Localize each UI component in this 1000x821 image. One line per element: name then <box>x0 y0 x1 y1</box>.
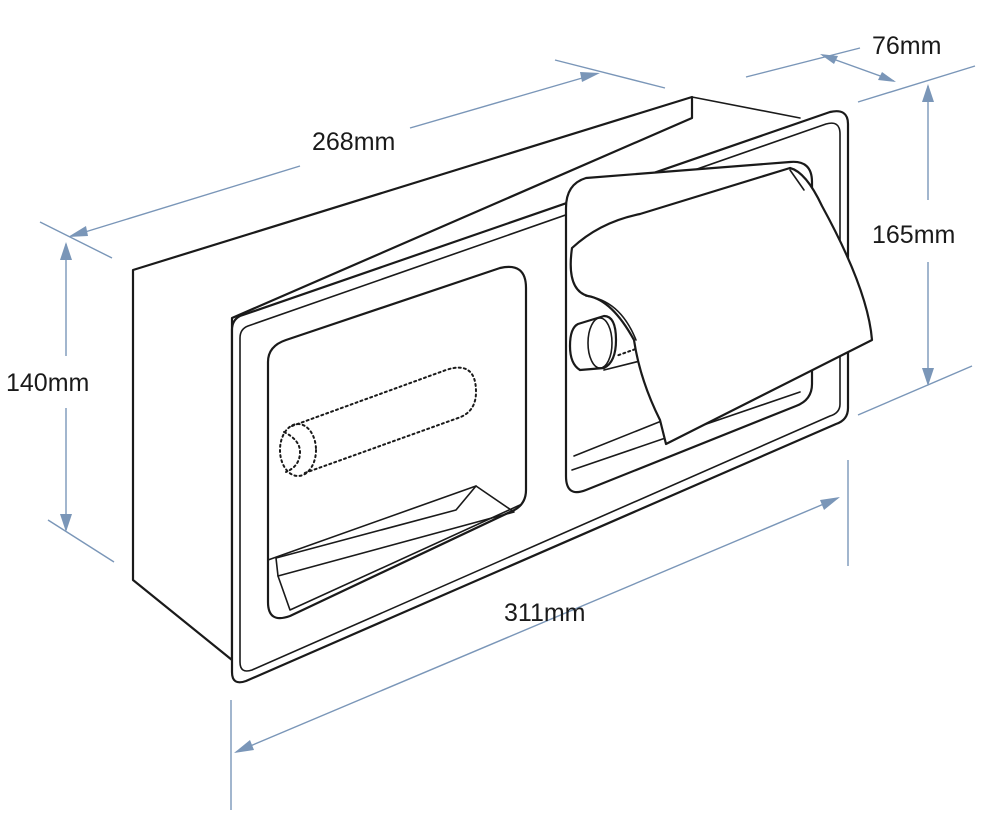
arrow-268-left <box>68 226 88 237</box>
dimension-labels: 268mm 76mm 165mm 140mm 311mm <box>6 32 955 627</box>
ext-268-left <box>39 221 113 259</box>
dim-311-line <box>235 497 839 753</box>
ext-76-left <box>745 47 861 78</box>
ext-165-bottom <box>857 365 973 416</box>
ext-268-right <box>554 59 666 89</box>
label-268mm: 268mm <box>312 128 395 156</box>
left-compartment-shelf <box>267 485 477 561</box>
right-compartment-lip <box>573 419 665 457</box>
right-cover-hinge <box>789 169 805 191</box>
arrow-311-right <box>820 497 840 510</box>
label-311mm: 311mm <box>504 599 586 627</box>
arrow-268-right <box>580 72 600 82</box>
left-spindle-dotted <box>283 431 302 473</box>
right-spindle <box>568 314 618 372</box>
dim-268-line-b <box>409 73 597 129</box>
arrow-165-top <box>922 84 934 102</box>
dimension-lines <box>39 47 976 810</box>
ext-140-bottom <box>47 519 115 563</box>
dispenser-drawing <box>131 95 874 684</box>
ext-76-right <box>857 65 976 103</box>
right-spindle-end <box>587 317 613 369</box>
left-roll-dotted <box>291 366 478 475</box>
left-compartment-lip <box>275 485 515 577</box>
label-76mm: 76mm <box>872 32 941 60</box>
arrow-165-bottom <box>922 368 934 386</box>
housing-side-edge <box>691 96 801 119</box>
label-140mm: 140mm <box>6 369 89 397</box>
left-roll-end-dotted <box>279 423 317 477</box>
arrow-76-right <box>878 72 896 82</box>
arrow-140-bottom <box>60 514 72 532</box>
left-compartment-lip-edge <box>277 504 521 611</box>
left-compartment <box>266 265 528 620</box>
dim-268-line-a <box>71 165 301 237</box>
arrow-140-top <box>60 242 72 260</box>
right-cover-fold <box>585 295 637 341</box>
arrow-76-left <box>820 54 838 64</box>
flange-inner <box>239 122 841 672</box>
arrow-311-left <box>234 740 254 753</box>
label-165mm: 165mm <box>872 221 955 249</box>
